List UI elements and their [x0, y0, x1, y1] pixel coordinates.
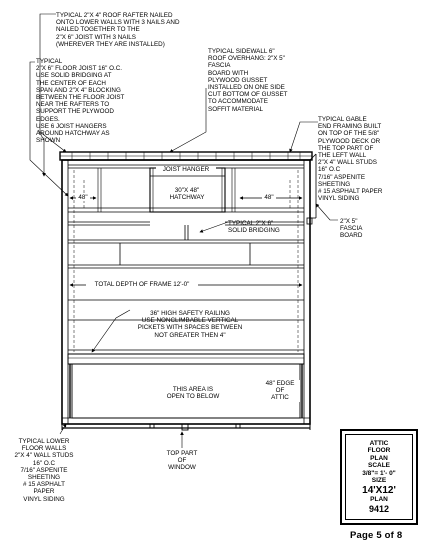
rafter-note: TYPICAL 2"X 4" ROOF RAFTER NAILED ONTO L… — [56, 12, 180, 48]
title-block: ATTIC FLOOR PLAN SCALE 3/8"= 1'- 0" SIZE… — [340, 429, 418, 525]
page-number: Page 5 of 8 — [350, 530, 403, 541]
solid-bridging — [119, 225, 251, 265]
sidewall-note: TYPICAL SIDEWALL 6" ROOF OVERHANG: 2"X 5… — [208, 48, 288, 113]
railing-note: 36" HIGH SAFETY RAILING USE NONCLIMBABLE… — [137, 310, 243, 339]
total-depth-label: TOTAL DEPTH OF FRAME 12'-0" — [86, 281, 198, 289]
dimension-left-label: 48" — [76, 194, 90, 202]
plan-label: PLAN — [370, 496, 388, 504]
fascia-note: 2"X 5" FASCIA BOARD — [340, 218, 363, 240]
size-value: 14'X12' — [362, 485, 396, 497]
safety-railing — [67, 353, 305, 419]
hatchway-label: 30"X 48" HATCHWAY — [169, 187, 205, 202]
floor-joist-note: TYPICAL 2"X 6" FLOOR JOIST 16" O.C. USE … — [36, 58, 125, 145]
open-below-note: THIS AREA IS OPEN TO BELOW — [166, 386, 220, 401]
joist-hanger-label: JOIST HANGER — [156, 166, 216, 174]
title-block-inner: ATTIC FLOOR PLAN SCALE 3/8"= 1'- 0" SIZE… — [345, 434, 413, 520]
window-mark — [149, 423, 241, 431]
plan-number: 9412 — [368, 503, 390, 514]
size-label: SIZE — [371, 477, 387, 485]
gable-note: TYPICAL GABLE END FRAMING BUILT ON TOP O… — [318, 116, 383, 203]
scale-value: 3/8"= 1'- 0" — [362, 469, 396, 477]
attic-edge-note: 48" EDGE OF ATTIC — [260, 380, 300, 402]
solid-bridging-note: TYPICAL 2"X 6" SOLID BRIDGING — [228, 220, 280, 235]
scale-label: SCALE — [367, 462, 391, 470]
window-note: TOP PART OF WINDOW — [166, 450, 198, 472]
plan-heading: ATTIC FLOOR PLAN — [367, 440, 391, 462]
lower-walls-note: TYPICAL LOWER FLOOR WALLS 2"X 4" WALL ST… — [14, 438, 74, 503]
dimension-right-label: 48" — [262, 194, 276, 202]
